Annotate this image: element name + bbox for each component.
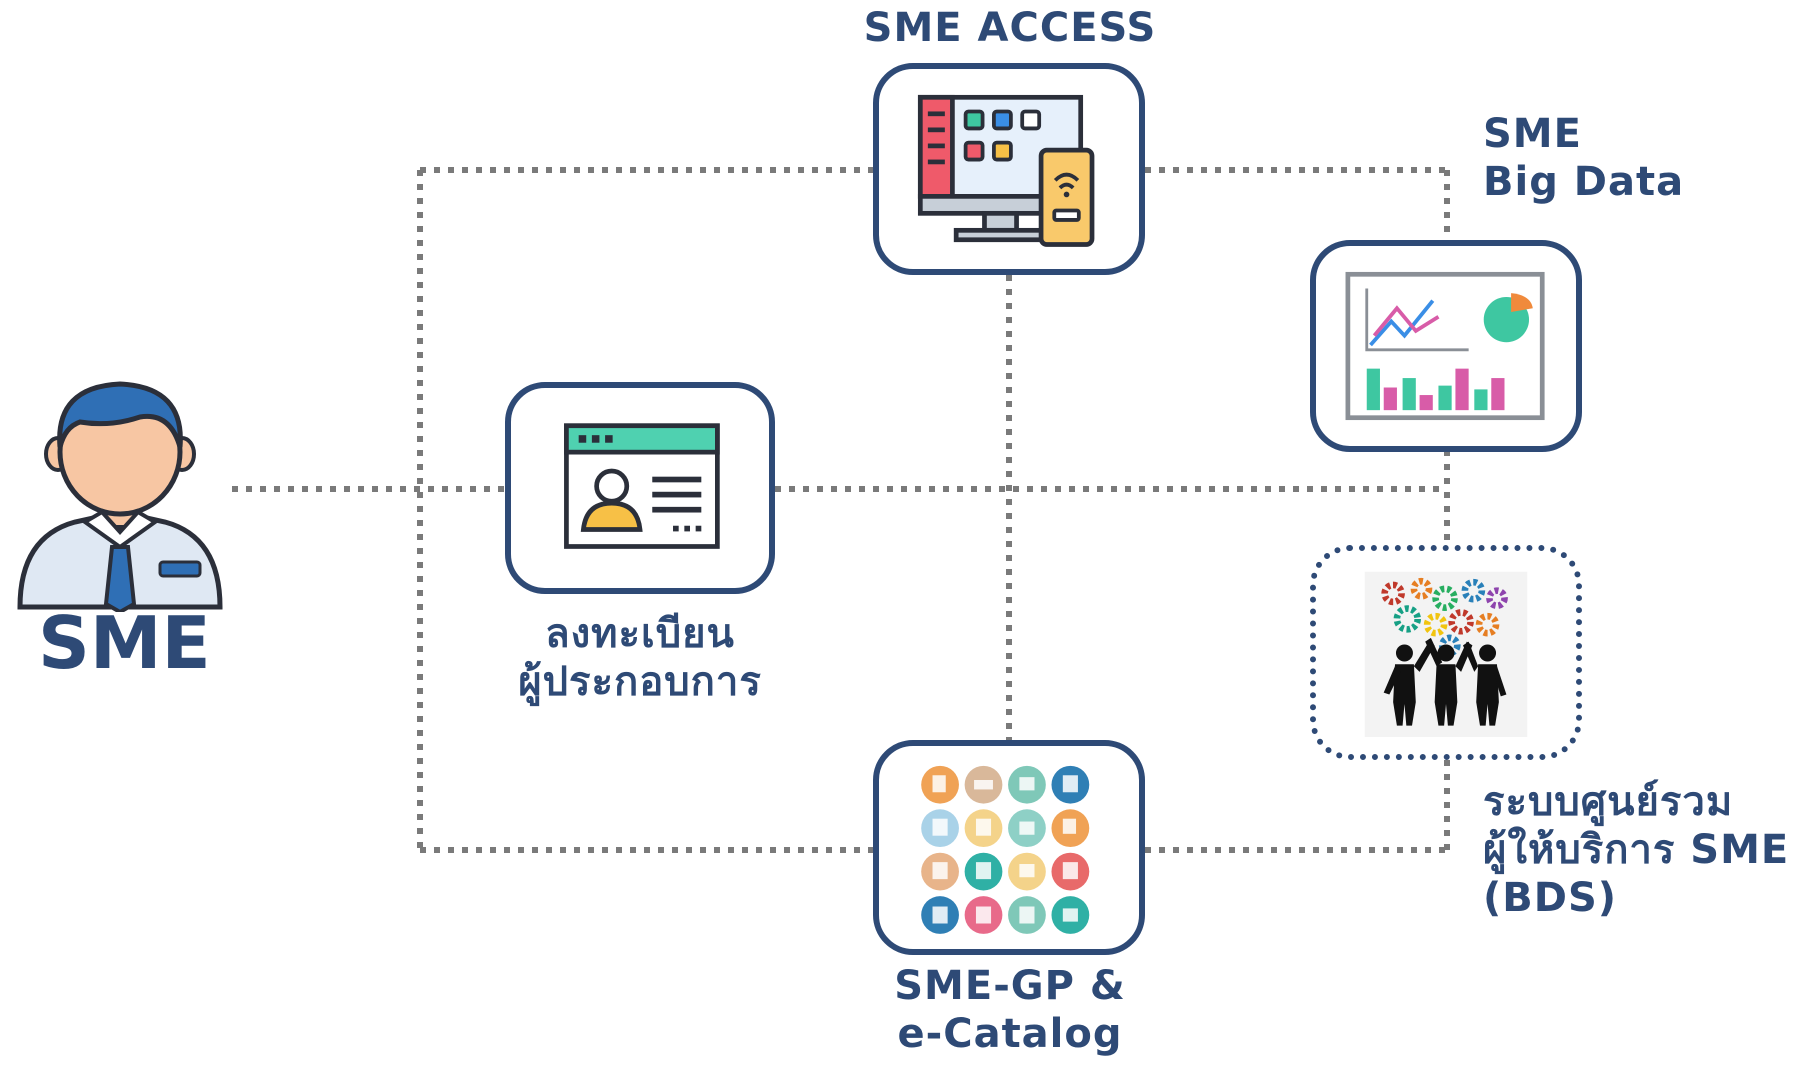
gp-catalog-label-line1: SME-GP & xyxy=(894,963,1126,1009)
registration-card-icon xyxy=(564,423,720,549)
big-data-label-line2: Big Data xyxy=(1483,159,1685,205)
sme-access-label: SME ACCESS xyxy=(863,5,1157,51)
teamwork-gears-icon xyxy=(1364,571,1528,738)
registration-label-line1: ลงทะเบียน xyxy=(545,611,735,657)
bds-label-line1: ระบบศูนย์รวม xyxy=(1483,779,1734,825)
registration-node[interactable] xyxy=(505,382,775,594)
registration-label-line2: ผู้ประกอบการ xyxy=(518,659,762,705)
big-data-label-line1: SME xyxy=(1483,111,1582,157)
big-data-node[interactable] xyxy=(1310,240,1582,452)
analytics-board-icon xyxy=(1345,271,1545,421)
registration-label: ลงทะเบียน ผู้ประกอบการ xyxy=(470,610,810,706)
bds-label-line3: (BDS) xyxy=(1483,875,1618,921)
computer-mobile-icon xyxy=(917,94,1095,247)
sme-label: SME xyxy=(38,601,211,685)
businessman-icon xyxy=(17,381,223,615)
sme-access-node[interactable] xyxy=(873,63,1145,275)
bds-label-line2: ผู้ให้บริการ SME xyxy=(1483,827,1790,873)
catalog-icons-grid xyxy=(921,765,1090,934)
bds-node[interactable] xyxy=(1310,545,1582,760)
gp-catalog-label: SME-GP & e-Catalog xyxy=(800,962,1220,1058)
bds-label: ระบบศูนย์รวม ผู้ให้บริการ SME (BDS) xyxy=(1483,778,1789,922)
big-data-label: SME Big Data xyxy=(1483,110,1684,206)
sme-person-node xyxy=(10,372,230,615)
gp-catalog-label-line2: e-Catalog xyxy=(897,1011,1123,1057)
gp-catalog-node[interactable] xyxy=(873,740,1145,955)
